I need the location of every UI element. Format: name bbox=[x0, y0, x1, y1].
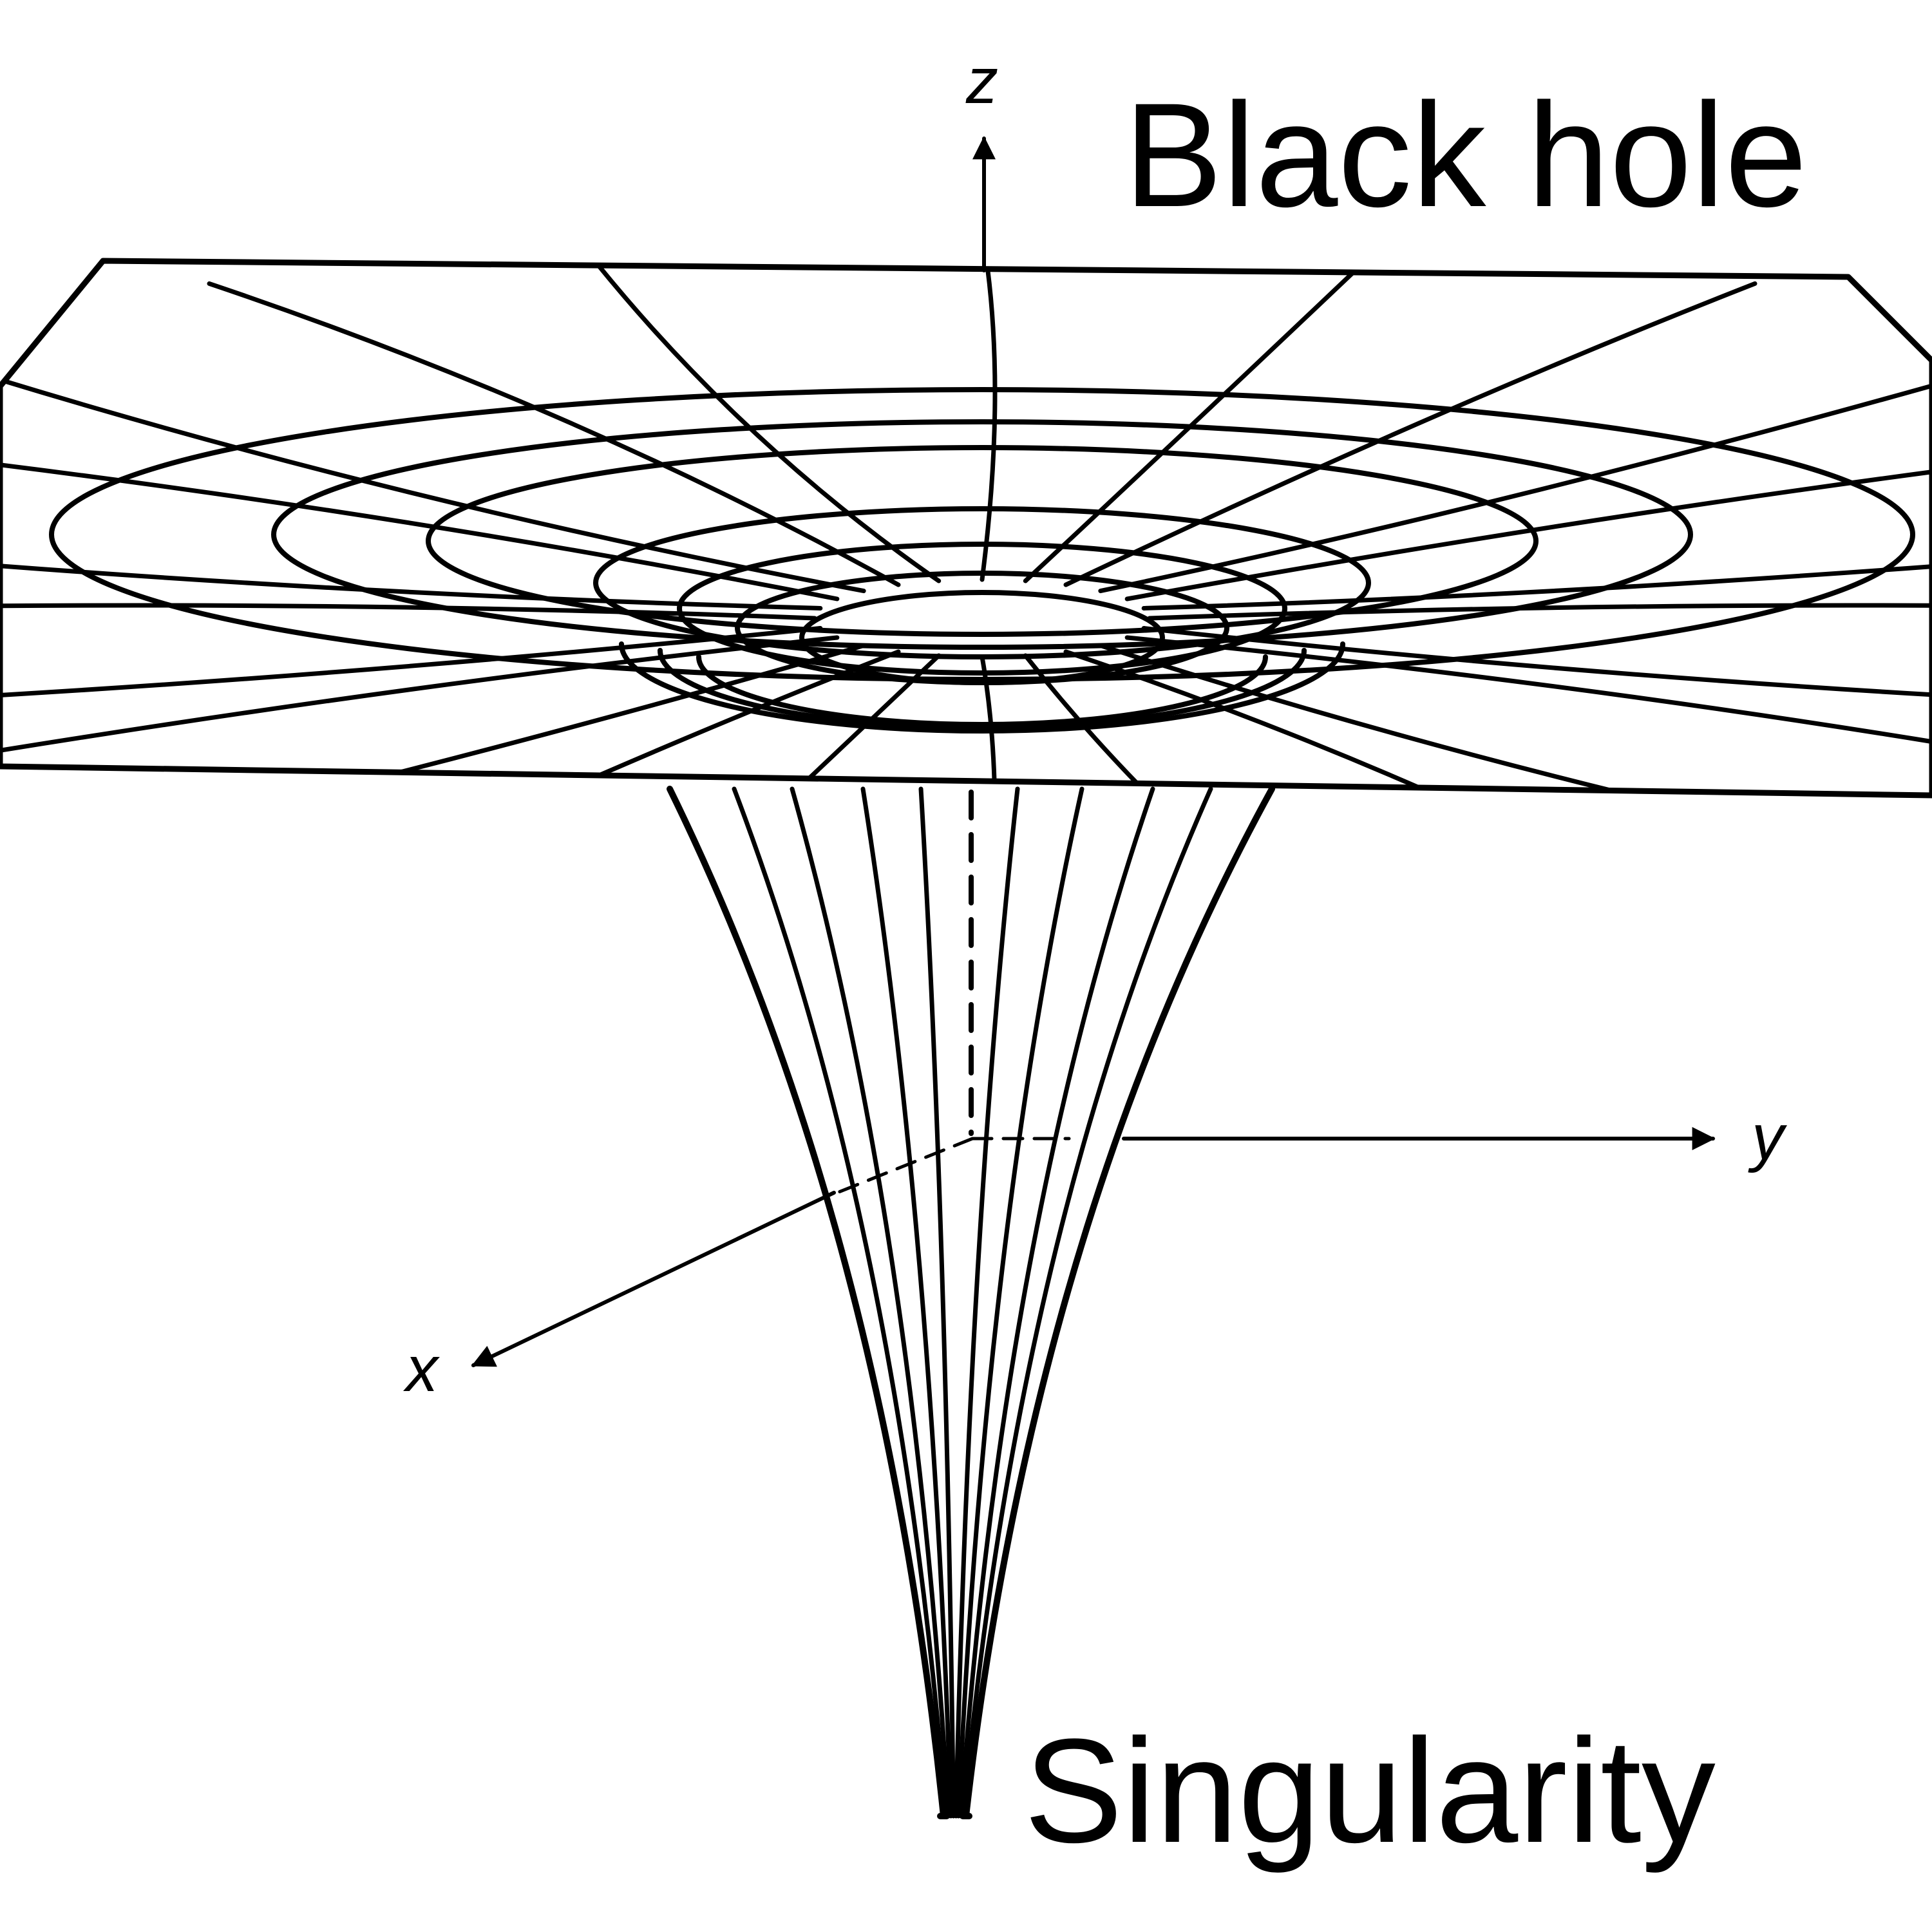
well-ring-1 bbox=[49, 387, 1915, 682]
coordinate-axes: z y x bbox=[403, 45, 1788, 1405]
funnel-line-4 bbox=[860, 786, 954, 1819]
radial-grid-line-20 bbox=[1023, 261, 1385, 583]
radial-grid-line-17 bbox=[207, 281, 901, 587]
x-axis bbox=[471, 1191, 836, 1367]
funnel-line-2 bbox=[732, 786, 949, 1819]
funnel-line-7 bbox=[956, 786, 1084, 1819]
well-ring-5 bbox=[677, 542, 1287, 676]
radial-grid-line-21 bbox=[1063, 281, 1757, 587]
radial-grid-line-7 bbox=[980, 654, 998, 795]
radial-grid-line-4 bbox=[1098, 643, 1932, 795]
radial-grid-line-1 bbox=[1147, 603, 1932, 621]
well-ring-4 bbox=[593, 506, 1371, 659]
gravity-well-funnel bbox=[667, 786, 1275, 1819]
radial-grid-line-13 bbox=[0, 603, 817, 621]
radial-grid-line-23 bbox=[1124, 422, 1932, 601]
funnel-line-5 bbox=[918, 786, 956, 1819]
radial-grid-line-18 bbox=[580, 261, 942, 583]
well-rim-1 bbox=[619, 641, 1345, 734]
funnel-line-1 bbox=[667, 786, 947, 1819]
funnel-line-6 bbox=[953, 786, 1020, 1819]
radial-grid-line-5 bbox=[1063, 649, 1757, 795]
funnel-line-9 bbox=[961, 786, 1213, 1819]
x-axis-label: x bbox=[403, 1333, 440, 1405]
origin-dashes bbox=[835, 1137, 1071, 1195]
well-ring-3 bbox=[426, 445, 1539, 637]
spacetime-sheet bbox=[0, 258, 1932, 799]
radial-grid-line-3 bbox=[1124, 635, 1932, 795]
title-label: Black hole bbox=[1124, 72, 1807, 238]
singularity-label: Singularity bbox=[1024, 1708, 1716, 1873]
funnel-line-10 bbox=[963, 786, 1275, 1819]
well-rim-2 bbox=[658, 648, 1307, 730]
radial-grid-line-15 bbox=[0, 422, 840, 601]
z-axis-label: z bbox=[965, 45, 998, 117]
funnel-line-8 bbox=[958, 786, 1155, 1819]
radial-grid-line-6 bbox=[1023, 653, 1385, 795]
radial-grid-line-8 bbox=[580, 653, 942, 795]
y-axis-label: y bbox=[1748, 1101, 1788, 1173]
radial-grid-line-22 bbox=[1098, 343, 1932, 594]
sheet-outline bbox=[0, 258, 1932, 799]
well-ring-2 bbox=[271, 419, 1693, 650]
well-rim-3 bbox=[696, 654, 1268, 727]
radial-grid-line-24 bbox=[1141, 516, 1932, 611]
funnel-line-3 bbox=[790, 786, 951, 1819]
radial-grid-line-12 bbox=[0, 626, 823, 721]
well-ring-7 bbox=[799, 590, 1165, 685]
radial-grid-line-19 bbox=[980, 261, 998, 582]
